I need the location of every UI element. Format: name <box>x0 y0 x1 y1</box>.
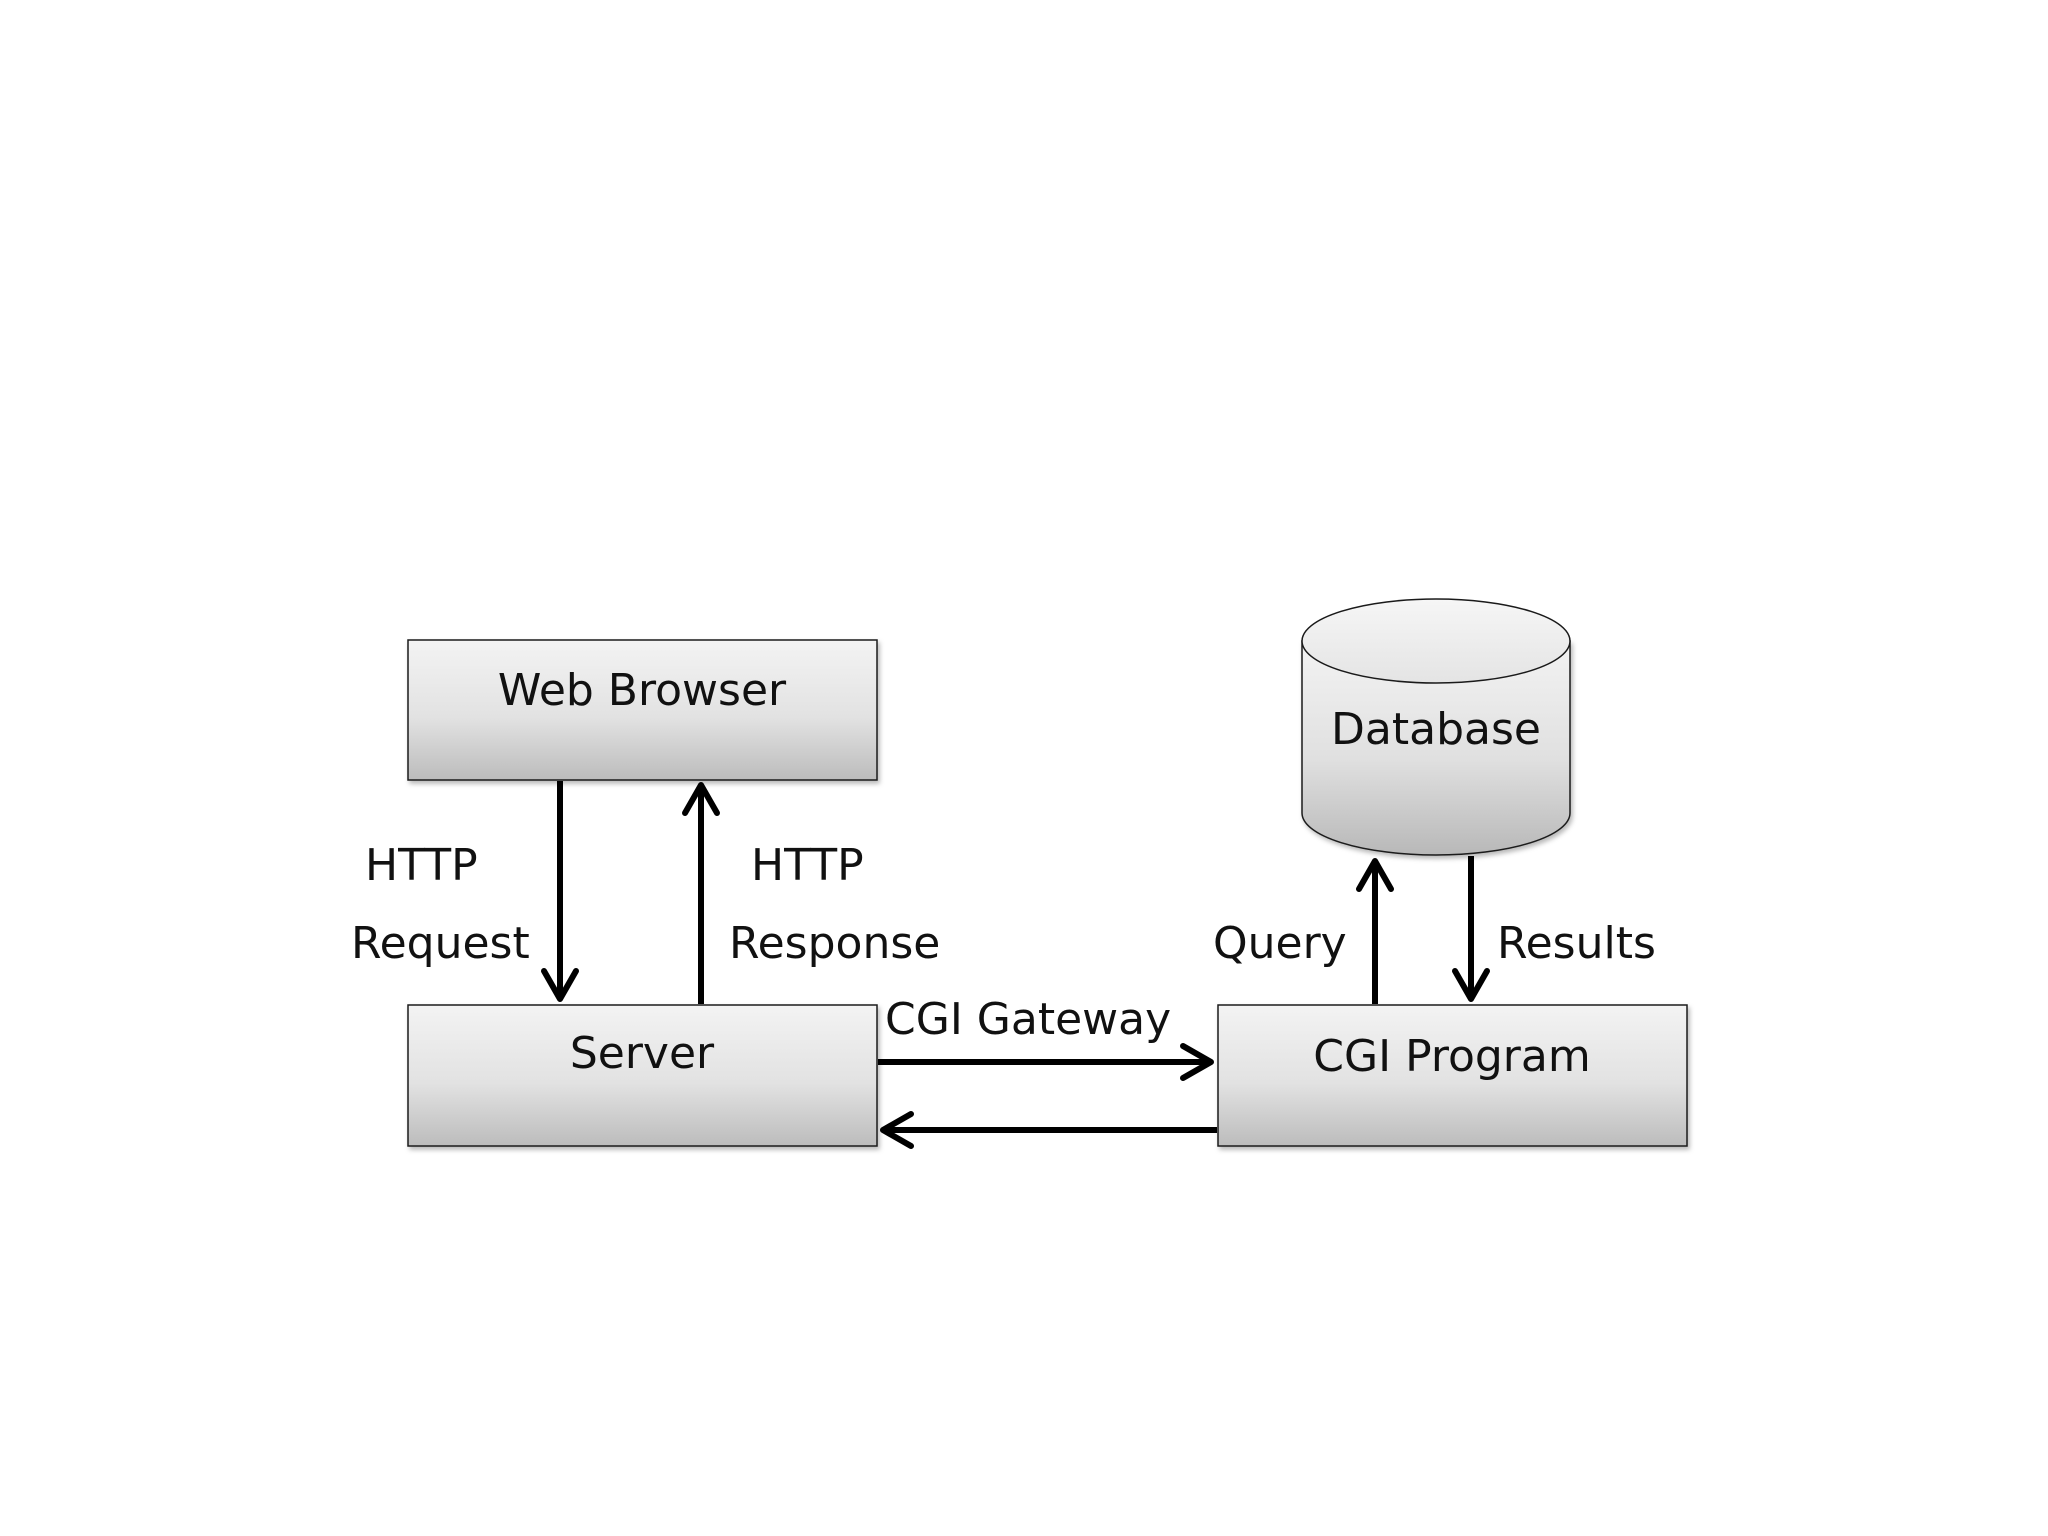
cgi-return-arrow <box>880 1111 1217 1149</box>
server-node: Server <box>407 1004 878 1147</box>
web-browser-node: Web Browser <box>407 639 878 781</box>
server-label: Server <box>570 1028 715 1079</box>
http-response-arrow <box>682 782 720 1004</box>
results-label: Results <box>1497 918 1656 969</box>
http-request-arrow <box>541 781 579 1002</box>
cgi-gateway-arrow <box>878 1043 1214 1081</box>
cgi-program-node: CGI Program <box>1217 1004 1688 1147</box>
http-response-label-line1: HTTP <box>751 840 864 891</box>
database-node: Database <box>1301 598 1571 856</box>
cgi-gateway-label: CGI Gateway <box>885 994 1171 1045</box>
http-request-label-line2: Request <box>351 918 530 969</box>
results-arrow <box>1452 856 1490 1002</box>
query-arrow <box>1356 858 1394 1004</box>
cgi-program-label: CGI Program <box>1313 1031 1590 1082</box>
http-request-label-line1: HTTP <box>365 840 478 891</box>
http-response-label-line2: Response <box>729 918 940 969</box>
query-label: Query <box>1213 918 1347 969</box>
database-label: Database <box>1331 704 1541 755</box>
web-browser-label: Web Browser <box>498 665 787 716</box>
